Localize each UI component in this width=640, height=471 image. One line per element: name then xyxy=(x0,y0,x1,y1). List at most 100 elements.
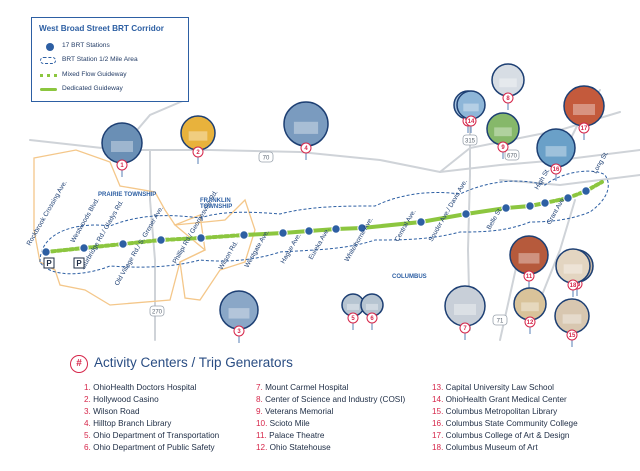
station-marker xyxy=(118,239,128,249)
activity-center-name: Palace Theatre xyxy=(269,431,325,440)
activity-center-number: 3. xyxy=(84,407,94,416)
activity-center-number: 1. xyxy=(84,383,94,392)
station-marker xyxy=(156,235,166,245)
station-marker xyxy=(239,230,249,240)
activity-center-number: 13. xyxy=(432,383,446,392)
station-label: Whitethorne Ave. xyxy=(344,216,375,263)
legend-item-label: BRT Station 1/2 Mile Area xyxy=(62,56,138,63)
guideways xyxy=(44,180,604,254)
activity-center-number: 2. xyxy=(84,395,94,404)
park-and-ride-icon: P xyxy=(43,257,55,269)
legend-item-stations: 17 BRT Stations xyxy=(40,42,188,54)
list-item: 7. Mount Carmel Hospital xyxy=(256,383,446,395)
list-item: 1. OhioHealth Doctors Hospital xyxy=(84,383,274,395)
list-item: 17. Columbus College of Art & Design xyxy=(432,431,622,443)
station-label: High St. xyxy=(534,167,552,191)
station-label: Rockbrook Crossing Ave. xyxy=(26,179,69,247)
activity-center-pin[interactable]: 7 xyxy=(444,285,486,340)
activity-center-number: 18. xyxy=(432,443,446,452)
station-marker xyxy=(357,223,367,233)
activity-center-pin[interactable]: 8 xyxy=(491,63,525,110)
station-marker xyxy=(79,243,89,253)
activity-center-pin[interactable]: 5 xyxy=(341,293,365,330)
activity-center-number: 11. xyxy=(256,431,270,440)
columbus-label: COLUMBUS xyxy=(392,274,427,280)
highway-shield-number: 70 xyxy=(263,155,270,161)
station-half-mile-area xyxy=(39,170,609,275)
legend-item-half-mile: BRT Station 1/2 Mile Area xyxy=(40,56,188,68)
list-item: 2. Hollywood Casino xyxy=(84,395,274,407)
activity-center-pin[interactable]: 11 xyxy=(509,235,549,288)
pin-number: 12 xyxy=(527,320,534,326)
station-marker xyxy=(278,228,288,238)
pin-number: 16 xyxy=(553,167,560,173)
pin-number: 2 xyxy=(196,150,200,156)
list-item: 14. OhioHealth Grant Medical Center xyxy=(432,395,622,407)
station-marker xyxy=(304,226,314,236)
activity-center-pin[interactable]: 15 xyxy=(554,298,590,347)
activity-center-pin[interactable]: 9 xyxy=(486,112,520,159)
station-marker xyxy=(416,217,426,227)
activity-center-name: Center of Science and Industry (COSI) xyxy=(265,395,406,404)
activity-center-pins: 123456789101112131415161718 xyxy=(101,63,605,347)
township-boundaries xyxy=(33,149,256,306)
activity-center-pin[interactable]: 3 xyxy=(219,290,259,343)
activity-center-pin[interactable]: 6 xyxy=(360,293,384,330)
station-marker xyxy=(41,247,51,257)
pin-number: 7 xyxy=(463,326,467,332)
list-item: 18. Columbus Museum of Art xyxy=(432,443,622,455)
pin-number: 11 xyxy=(526,274,533,280)
list-item: 12. Ohio Statehouse xyxy=(256,443,446,455)
activity-center-name: Mount Carmel Hospital xyxy=(265,383,349,392)
activity-center-number: 16. xyxy=(432,419,446,428)
station-label: Long St. xyxy=(592,150,610,175)
activity-center-pin[interactable]: 12 xyxy=(513,287,547,334)
station-marker xyxy=(196,233,206,243)
activity-center-pin[interactable]: 14 xyxy=(456,90,486,133)
activity-center-name: Columbus Metropolitan Library xyxy=(445,407,558,416)
highway-shield-number: 315 xyxy=(465,138,476,144)
activity-center-name: Ohio Department of Transportation xyxy=(93,431,220,440)
highway-shield-icon: 315 xyxy=(462,134,478,146)
activity-center-name: Capital University Law School xyxy=(445,383,554,392)
pin-number: 18 xyxy=(570,283,577,289)
activity-center-pin[interactable]: 2 xyxy=(180,115,216,164)
activity-center-number: 12. xyxy=(256,443,270,452)
station-marker xyxy=(331,224,341,234)
activity-center-pin[interactable]: 16 xyxy=(536,128,576,181)
activity-center-pin[interactable]: 1 xyxy=(101,122,143,177)
road-i270 xyxy=(149,149,156,341)
activity-centers-title: Activity Centers / Trip Generators xyxy=(94,355,293,370)
activity-center-number: 9. xyxy=(256,407,266,416)
parking-symbol: P xyxy=(46,259,52,268)
activity-center-name: Columbus Museum of Art xyxy=(445,443,538,452)
activity-center-number: 5. xyxy=(84,431,94,440)
activity-center-number: 14. xyxy=(432,395,446,404)
activity-center-number: 15. xyxy=(432,407,446,416)
activity-center-number: 6. xyxy=(84,443,94,452)
activity-center-number: 8. xyxy=(256,395,266,404)
list-item: 10. Scioto Mile xyxy=(256,419,446,431)
station-marker xyxy=(461,209,471,219)
activity-center-pin[interactable]: 17 xyxy=(563,85,605,140)
activity-center-pin[interactable]: 18 xyxy=(555,248,591,297)
list-item: 8. Center of Science and Industry (COSI) xyxy=(256,395,446,407)
road-grant xyxy=(539,199,576,301)
station-marker xyxy=(563,193,573,203)
list-item: 11. Palace Theatre xyxy=(256,431,446,443)
legend-title: West Broad Street BRT Corridor xyxy=(39,24,164,33)
activity-center-name: OhioHealth Grant Medical Center xyxy=(445,395,567,404)
activity-center-number: 7. xyxy=(256,383,266,392)
legend-item-dedicated: Dedicated Guideway xyxy=(40,85,188,97)
station-marker xyxy=(581,186,591,196)
prairie-township-label: PRAIRIE TOWNSHIP xyxy=(98,192,157,198)
highway-shield-icon: 670 xyxy=(504,149,520,161)
highway-shield-number: 71 xyxy=(497,318,504,324)
pin-number: 3 xyxy=(237,329,241,335)
mixed-flow-line-icon xyxy=(40,74,57,77)
activity-center-pin[interactable]: 4 xyxy=(283,101,329,160)
